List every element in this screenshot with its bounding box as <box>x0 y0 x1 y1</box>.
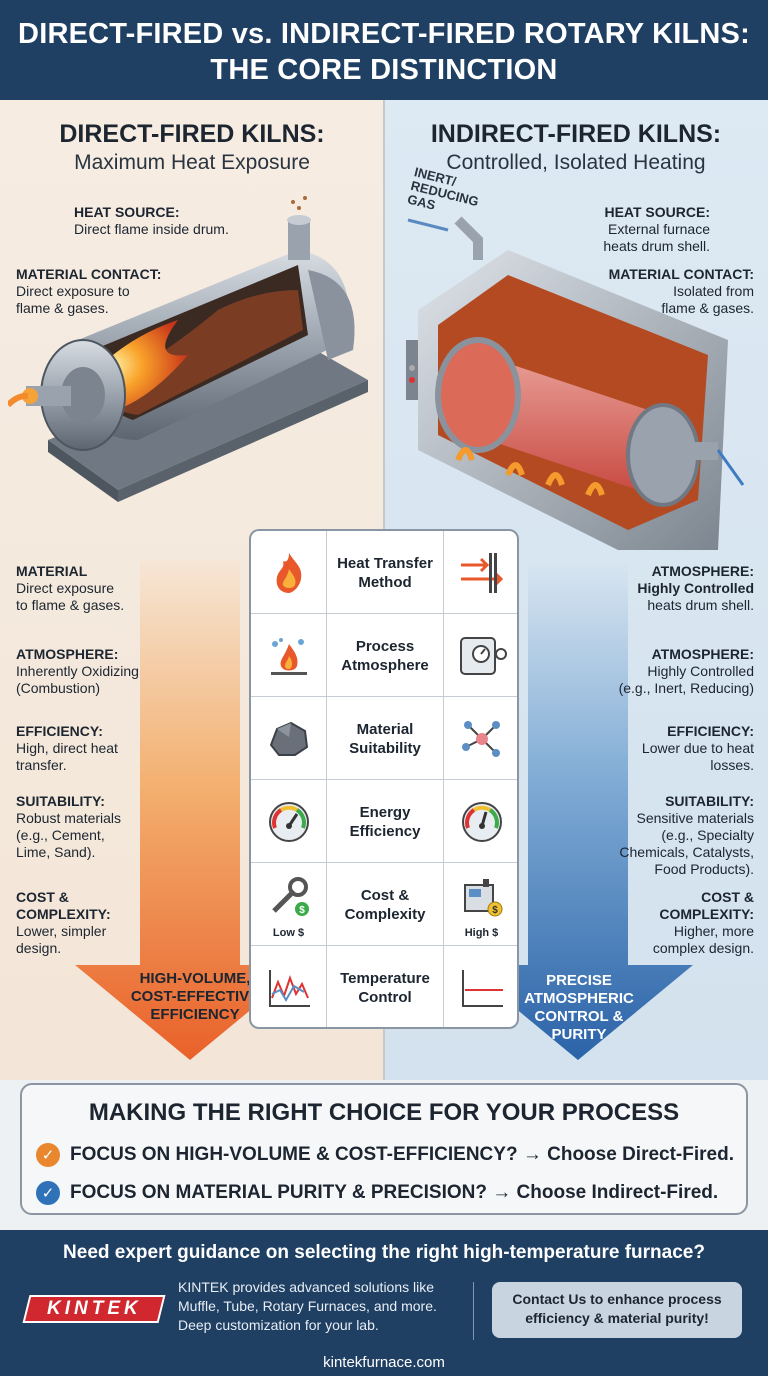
indirect-arrow-caption: PRECISE ATMOSPHERIC CONTROL & PURITY <box>524 972 634 1043</box>
footer: Need expert guidance on selecting the ri… <box>0 1230 768 1376</box>
low-efficiency-gauge-icon <box>443 780 517 863</box>
footer-description: KINTEK provides advanced solutions like … <box>178 1279 437 1333</box>
direct-heat-source: HEAT SOURCE:Direct flame inside drum. <box>74 204 229 237</box>
choice-direct: ✓ FOCUS ON HIGH-VOLUME & COST-EFFICIENCY… <box>36 1143 734 1167</box>
wrench-dollar-icon: $ Low $ <box>251 863 327 946</box>
fluctuating-temperature-icon <box>251 946 327 1027</box>
high-efficiency-gauge-icon <box>251 780 327 863</box>
molecule-icon <box>443 697 517 780</box>
check-icon: ✓ <box>36 1181 60 1205</box>
machine-dollar-icon: $ High $ <box>443 863 517 946</box>
low-cost-caption: Low $ <box>272 927 305 939</box>
choice-title: MAKING THE RIGHT CHOICE FOR YOUR PROCESS <box>88 1099 680 1126</box>
flame-icon <box>251 531 327 614</box>
direct-fired-kiln-illustration <box>8 196 368 502</box>
flame-gas-icon <box>251 614 327 697</box>
contact-us-button[interactable]: Contact Us to enhance process efficiency… <box>492 1282 742 1338</box>
direct-atmosphere: ATMOSPHERE:Inherently Oxidizing(Combusti… <box>16 646 139 696</box>
choice-indirect: ✓ FOCUS ON MATERIAL PURITY & PRECISION? … <box>36 1181 718 1205</box>
choice-section: MAKING THE RIGHT CHOICE FOR YOUR PROCESS… <box>20 1083 748 1215</box>
page-title-line2: THE CORE DISTINCTION <box>210 54 558 86</box>
direct-suitability: SUITABILITY:Robust materials(e.g., Cemen… <box>16 793 122 860</box>
table-row-label: Cost &Complexity <box>344 886 426 923</box>
website-link[interactable]: kintekfurnace.com <box>323 1354 445 1371</box>
indirect-fired-arrow <box>463 560 693 1060</box>
page-title-line1: DIRECT-FIRED vs. INDIRECT-FIRED ROTARY K… <box>18 18 750 50</box>
controlled-chamber-icon <box>443 614 517 697</box>
direct-arrow-caption: HIGH-VOLUME, COST-EFFECTIVE EFFICIENCY <box>130 970 260 1023</box>
direct-fired-heading: DIRECT-FIRED KILNS: Maximum Heat Exposur… <box>59 120 325 174</box>
check-icon: ✓ <box>36 1143 60 1167</box>
svg-text:$: $ <box>299 905 305 916</box>
footer-divider <box>473 1282 474 1340</box>
page-header: DIRECT-FIRED vs. INDIRECT-FIRED ROTARY K… <box>0 0 768 100</box>
footer-question: Need expert guidance on selecting the ri… <box>63 1242 705 1263</box>
indirect-fired-kiln-illustration <box>406 216 745 550</box>
heat-transfer-wall-icon <box>443 531 517 614</box>
indirect-fired-heading: INDIRECT-FIRED KILNS: Controlled, Isolat… <box>430 120 722 174</box>
rock-icon <box>251 697 327 780</box>
stable-temperature-icon <box>443 946 517 1027</box>
direct-fired-arrow <box>75 560 305 1060</box>
high-cost-caption: High $ <box>464 927 499 939</box>
indirect-atmosphere: ATMOSPHERE:Highly Controlled(e.g., Inert… <box>618 646 754 696</box>
table-row: $ Low $ Cost &Complexity $ High $ <box>251 863 517 946</box>
kintek-logo[interactable]: KINTEK <box>22 1295 166 1323</box>
indirect-suitability: SUITABILITY:Sensitive materials(e.g., Sp… <box>619 793 754 877</box>
svg-text:$: $ <box>492 905 498 916</box>
